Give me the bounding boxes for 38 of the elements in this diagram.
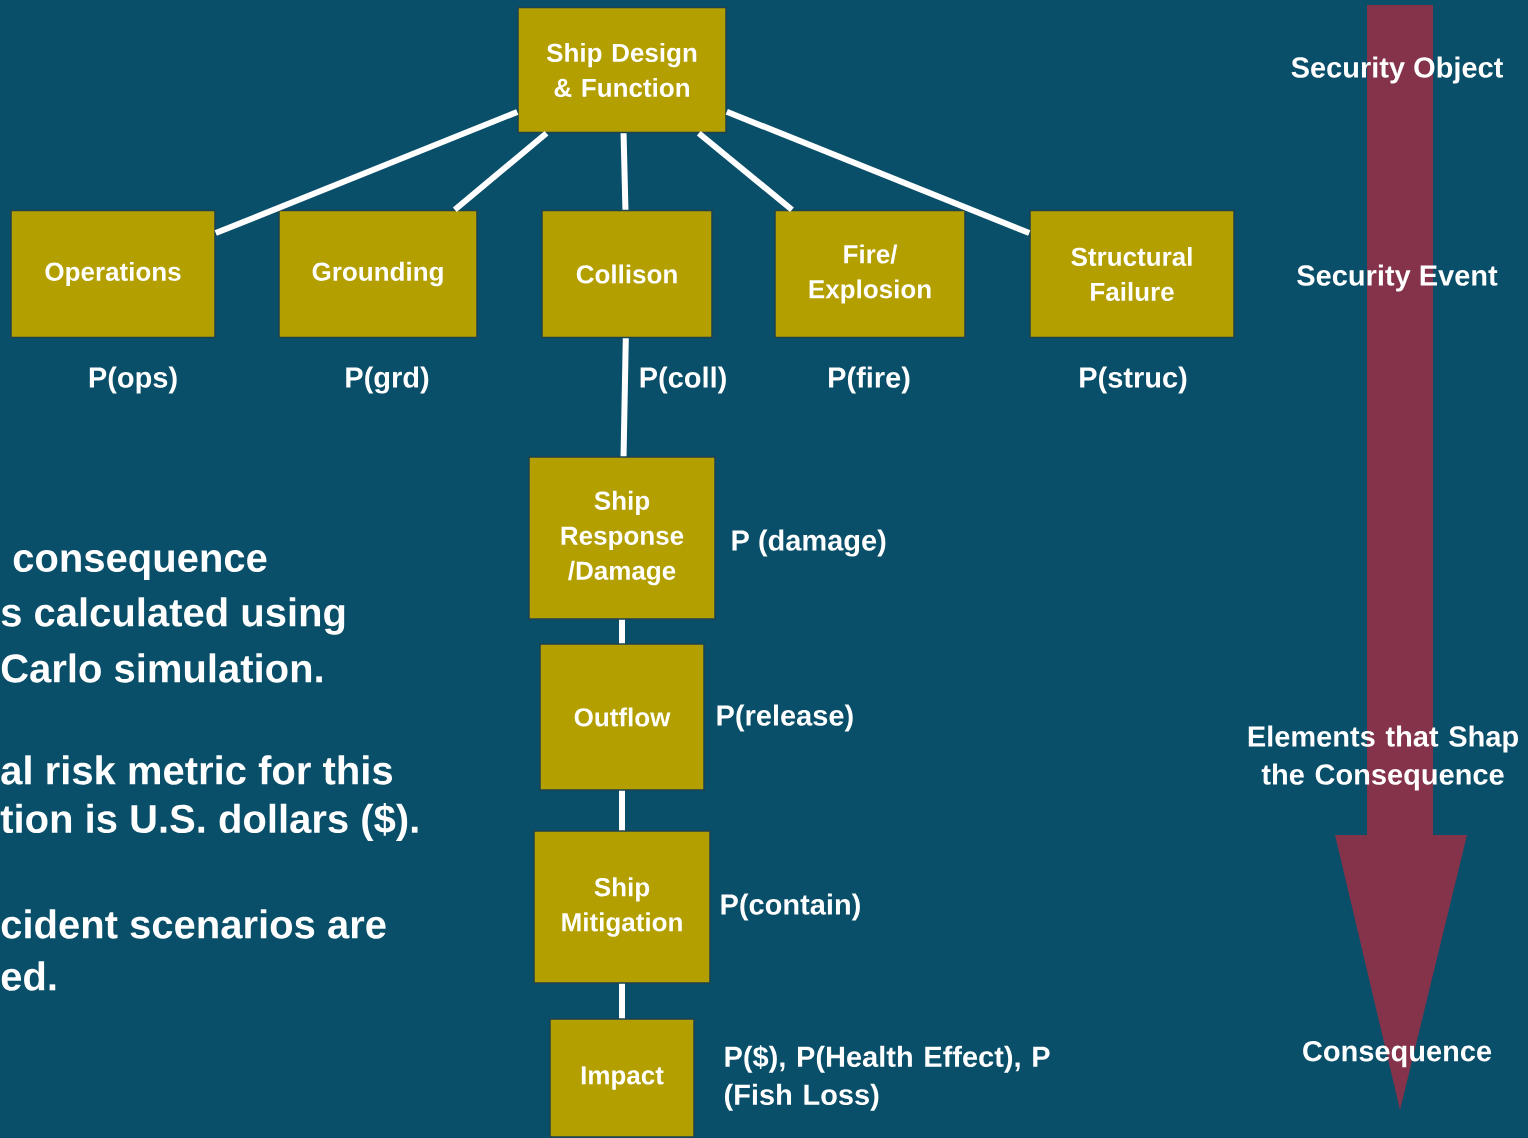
level-label: Security Event	[1297, 264, 1498, 292]
level-label: Security Object	[1291, 56, 1503, 84]
connector-line	[452, 130, 549, 213]
connector-line	[619, 619, 625, 644]
level-label: Consequence	[1303, 1040, 1492, 1068]
note-text: s calculated using	[1, 597, 345, 635]
process-box: Ship Response /Damage	[528, 456, 716, 620]
note-text: al risk metric for this	[1, 755, 392, 785]
connector-line	[214, 109, 519, 236]
probability-label: P(struc)	[1080, 366, 1187, 394]
process-box: Grounding	[278, 209, 478, 339]
probability-label: P($), P(Health Effect), P (Fish Loss)	[725, 1045, 1050, 1111]
connector-line	[725, 108, 1031, 236]
connector-line	[620, 338, 629, 457]
note-text: consequence	[13, 550, 267, 580]
probability-label: P(grd)	[346, 366, 429, 394]
note-text: cident scenarios are	[1, 909, 386, 939]
process-box: Ship Design & Function	[517, 6, 727, 134]
process-box: Impact	[549, 1018, 695, 1138]
probability-label: P(coll)	[640, 366, 726, 394]
process-box: Collison	[541, 209, 713, 339]
process-box: Fire/ Explosion	[774, 209, 966, 339]
note-text: tion is U.S. dollars ($).	[0, 803, 418, 841]
probability-label: P (damage)	[732, 529, 886, 557]
probability-label: P(fire)	[829, 366, 910, 394]
connector-line	[696, 130, 794, 213]
probability-label: P(contain)	[721, 893, 860, 921]
probability-label: P(release)	[717, 704, 853, 732]
connector-line	[620, 133, 629, 210]
probability-label: P(ops)	[89, 366, 177, 394]
connector-line	[619, 790, 625, 831]
connector-line	[619, 983, 625, 1019]
note-text: ed.	[1, 961, 56, 991]
note-text: Carlo simulation.	[1, 653, 322, 683]
process-box: Outflow	[539, 643, 705, 791]
process-box: Ship Mitigation	[533, 830, 711, 984]
process-box: Structural Failure	[1029, 209, 1235, 339]
process-box: Operations	[10, 209, 216, 339]
